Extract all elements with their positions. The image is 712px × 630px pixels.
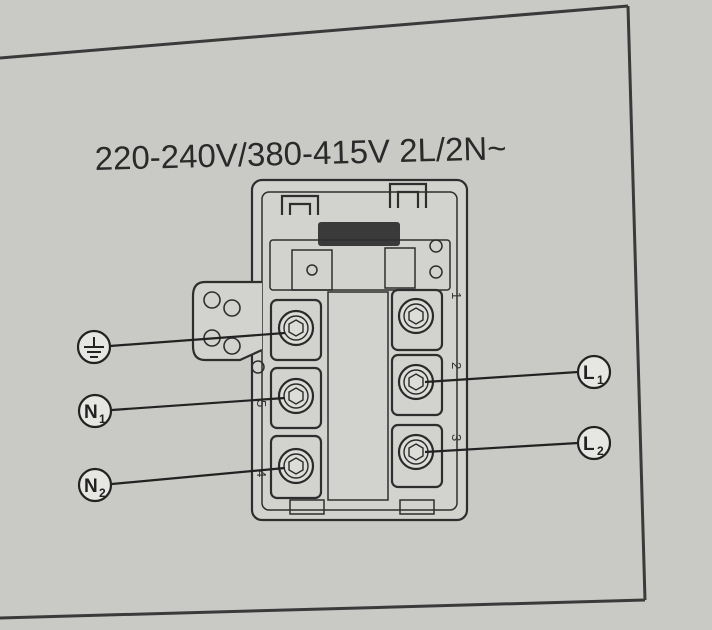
- wire-n1: [111, 396, 286, 412]
- n1-subscript: 1: [99, 412, 106, 426]
- wire-l2: [424, 441, 579, 454]
- screw-n1: [277, 377, 315, 415]
- wire-n2: [111, 466, 286, 486]
- terminal-number-1: 1: [449, 292, 464, 299]
- terminal-number-5: 5: [254, 400, 269, 407]
- l1-letter: L: [583, 363, 595, 384]
- wire-l1: [424, 370, 579, 384]
- screw-n2: [277, 447, 315, 485]
- top-clip-right: [388, 182, 428, 208]
- earth-ground-icon: [76, 329, 112, 365]
- l1-subscript: 1: [597, 373, 604, 387]
- terminal-number-3: 3: [449, 434, 464, 441]
- terminal-number-2: 2: [449, 362, 464, 369]
- screw-1: [397, 297, 435, 335]
- top-clip-left: [280, 194, 320, 215]
- n1-letter: N: [84, 402, 98, 423]
- terminal-block: [191, 178, 469, 522]
- line-l2-marker: L 2: [576, 425, 612, 461]
- terminal-number-4: 4: [254, 470, 269, 477]
- cover-latch-bar: [318, 222, 400, 246]
- neutral-n2-marker: N 2: [77, 467, 113, 503]
- neutral-n1-marker: N 1: [77, 393, 113, 429]
- l2-subscript: 2: [597, 444, 604, 458]
- l2-letter: L: [583, 434, 595, 455]
- wire-earth: [109, 331, 286, 348]
- voltage-rating-label: 220-240V/380-415V 2L/2N~: [94, 129, 507, 177]
- screw-earth: [277, 309, 315, 347]
- screw-l1: [397, 363, 435, 401]
- n2-subscript: 2: [99, 486, 106, 500]
- page-frame: [0, 4, 647, 620]
- line-l1-marker: L 1: [576, 354, 612, 390]
- earth-bracket: [191, 280, 263, 362]
- connection-wires: [109, 331, 579, 486]
- n2-letter: N: [84, 476, 98, 497]
